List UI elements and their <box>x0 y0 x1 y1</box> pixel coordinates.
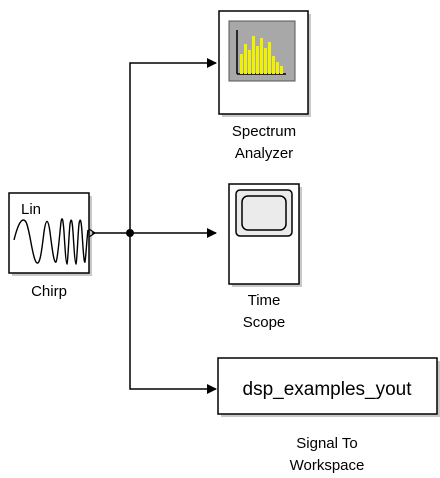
signal-to-workspace-label-line2: Workspace <box>289 457 365 474</box>
spectrum-analyzer-label: Spectrum Analyzer <box>204 121 324 165</box>
signal-to-workspace-block[interactable]: dsp_examples_yout <box>217 357 440 417</box>
time-scope-label-line2: Scope <box>242 314 286 331</box>
chirp-icon-text: Lin <box>21 201 41 218</box>
signal-to-workspace-label-line1: Signal To <box>296 435 358 452</box>
chirp-block[interactable]: Lin <box>8 192 97 276</box>
time-scope-label-line1: Time <box>247 292 281 309</box>
chirp-label: Chirp <box>10 281 88 303</box>
time-scope-label: Time Scope <box>214 290 314 334</box>
scope-screen-icon <box>241 195 287 231</box>
signal-line-to-spectrum[interactable] <box>129 58 217 233</box>
chirp-label-text: Chirp <box>31 283 67 300</box>
chirp-output-port <box>88 228 97 238</box>
signal-to-workspace-label: Signal To Workspace <box>257 433 397 477</box>
spectrum-analyzer-block[interactable] <box>218 10 311 117</box>
branch-point <box>126 229 134 237</box>
spectrum-analyzer-label-line1: Spectrum <box>231 123 297 140</box>
chirp-wave-icon <box>13 218 89 265</box>
time-scope-block[interactable] <box>228 183 302 287</box>
spectrum-analyzer-label-line2: Analyzer <box>234 145 294 162</box>
workspace-variable-name: dsp_examples_yout <box>243 379 413 400</box>
signal-line-to-workspace[interactable] <box>129 233 217 394</box>
spectrum-analyzer-icon <box>236 30 286 75</box>
signal-lines <box>91 58 217 394</box>
